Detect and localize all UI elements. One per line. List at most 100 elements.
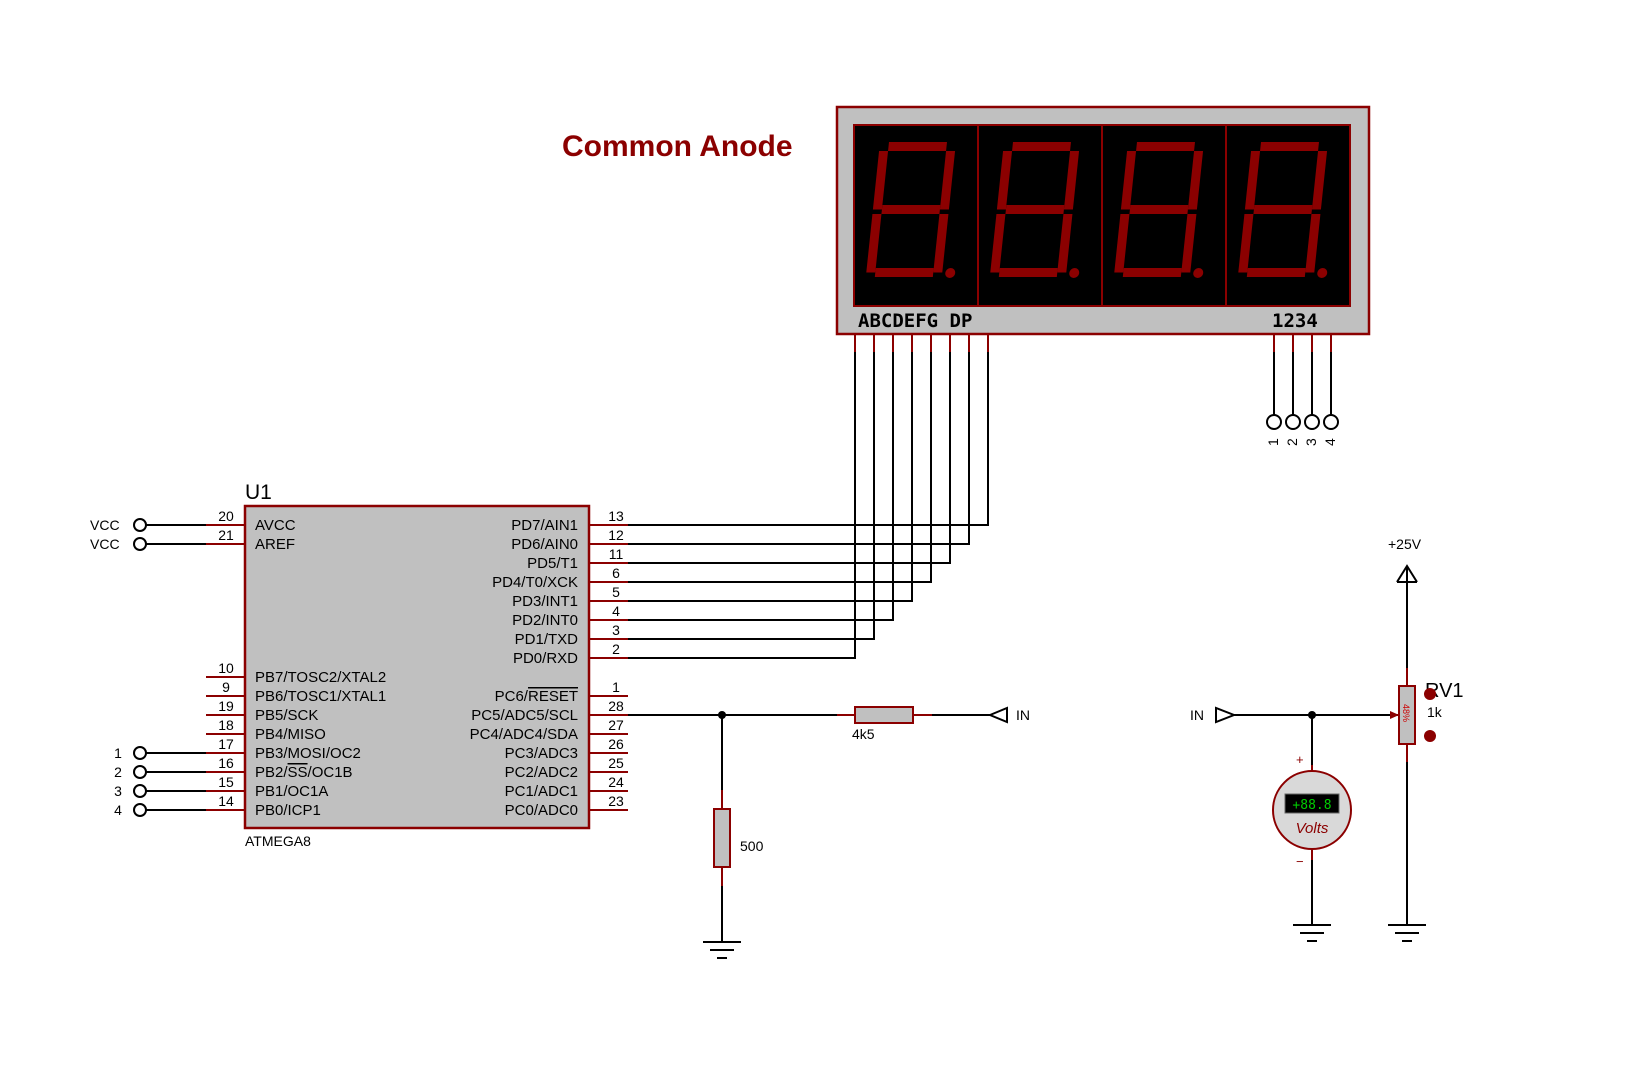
segment-F	[996, 151, 1013, 210]
pin-18-number: 18	[218, 717, 234, 733]
segment-G	[881, 205, 941, 214]
display-digits	[866, 125, 1328, 306]
pin-10-number: 10	[218, 660, 234, 676]
pb-terminal-3[interactable]	[133, 784, 147, 798]
pin-3-name: PD1/TXD	[515, 631, 579, 648]
mcu-left-pins: 20AVCC21AREF10PB7/TOSC2/XTAL29PB6/TOSC1/…	[146, 508, 386, 819]
bus-wire-4	[628, 352, 913, 602]
pin-6-name: PD4/T0/XCK	[492, 574, 578, 591]
pin-26-name: PC3/ADC3	[505, 745, 578, 762]
mcu-ref: U1	[245, 481, 272, 504]
voltmeter-plus: +	[1296, 752, 1304, 767]
pot-increase-icon[interactable]	[1424, 688, 1436, 700]
series-resistor-value: 4k5	[852, 726, 875, 742]
segment-D	[998, 268, 1058, 277]
digit-terminal-4[interactable]	[1323, 414, 1339, 430]
segment-B	[1311, 151, 1328, 210]
pin-15-name: PB1/OC1A	[255, 783, 328, 800]
pin-14-name: PB0/ICP1	[255, 802, 321, 819]
pin-18-name: PB4/MISO	[255, 726, 326, 743]
shunt-resistor[interactable]	[713, 808, 731, 868]
segment-A	[888, 142, 947, 151]
pin-26-number: 26	[608, 736, 624, 752]
pin-4-name: PD2/INT0	[512, 612, 578, 629]
ground-symbol-3	[1388, 924, 1426, 942]
digit-pin-labels: 1 2 3 4	[1265, 438, 1338, 446]
ground-symbol-1	[703, 941, 741, 959]
voltmeter-screen	[1284, 793, 1340, 814]
pin-14-number: 14	[218, 793, 234, 809]
shunt-value: 500	[740, 838, 764, 854]
digit-terminal-2[interactable]	[1285, 414, 1301, 430]
pin-9-name: PB6/TOSC1/XTAL1	[255, 688, 386, 705]
pin-28-number: 28	[608, 698, 624, 714]
pin-1-name: PC6/RESET	[495, 688, 578, 705]
pb-terminals: 1234	[114, 745, 206, 818]
series-resistor[interactable]	[854, 706, 914, 724]
pin-10-name: PB7/TOSC2/XTAL2	[255, 669, 386, 686]
segment-pin-stubs	[854, 334, 989, 352]
segment-E	[1238, 214, 1254, 273]
vcc-terminals: VCC VCC	[90, 517, 147, 552]
pin-20-number: 20	[218, 508, 234, 524]
digit-pin-num-4: 4	[1322, 438, 1338, 446]
pin-25-number: 25	[608, 755, 624, 771]
pin-11-number: 11	[609, 546, 624, 562]
source-terminal[interactable]	[1215, 706, 1237, 724]
pin-1-number: 1	[612, 679, 620, 695]
pin-21-number: 21	[218, 527, 234, 543]
segment-D	[1246, 268, 1306, 277]
segment-B	[1187, 151, 1204, 210]
pin-2-name: PD0/RXD	[513, 650, 578, 667]
vcc-label-1: VCC	[90, 517, 120, 533]
pin-25-name: PC2/ADC2	[505, 764, 578, 781]
vcc-terminal-1[interactable]	[133, 518, 147, 532]
pin-2-number: 2	[612, 641, 620, 657]
pin-20-name: AVCC	[255, 517, 296, 534]
pot-decrease-icon[interactable]	[1424, 730, 1436, 742]
pb-terminal-label-1: 1	[114, 745, 122, 761]
voltmeter-minus: −	[1296, 854, 1304, 869]
pin-6-number: 6	[612, 565, 620, 581]
potentiometer-rv1[interactable]: 48%	[1398, 685, 1416, 745]
microcontroller-u1[interactable]: U1 ATMEGA8	[243, 481, 591, 849]
pin-12-name: PD6/AIN0	[511, 536, 578, 553]
pin-23-name: PC0/ADC0	[505, 802, 578, 819]
digit-3	[1114, 142, 1204, 278]
segment-D	[874, 268, 934, 277]
segment-E	[990, 214, 1006, 273]
segment-D	[1122, 268, 1182, 277]
pin-11-name: PD5/T1	[527, 555, 578, 572]
input-terminal-label: IN	[1016, 707, 1030, 723]
pin-21-name: AREF	[255, 536, 295, 553]
mcu-body	[243, 504, 591, 830]
voltmeter[interactable]: +88.8 Volts	[1272, 770, 1352, 850]
digit-terminal-3[interactable]	[1304, 414, 1320, 430]
segment-C	[1057, 214, 1073, 273]
input-terminal[interactable]	[987, 706, 1008, 724]
bus-wire-6	[628, 352, 951, 564]
pin-19-name: PB5/SCK	[255, 707, 318, 724]
segment-B	[939, 151, 956, 210]
pin-27-name: PC4/ADC4/SDA	[470, 726, 578, 743]
segment-DP	[945, 268, 956, 278]
digit-terminal-1[interactable]	[1266, 414, 1282, 430]
pb-terminal-2[interactable]	[133, 765, 147, 779]
bus-wire-5	[628, 352, 932, 583]
segment-A	[1260, 142, 1319, 151]
seven-segment-display[interactable]: ABCDEFG DP 1234	[835, 105, 1371, 336]
digit-1	[866, 142, 956, 278]
vcc-terminal-2[interactable]	[133, 537, 147, 551]
input-network: 500 4k5 IN	[628, 706, 1030, 959]
segment-C	[1305, 214, 1321, 273]
bus-wire-7	[628, 352, 970, 545]
pb-terminal-4[interactable]	[133, 803, 147, 817]
segment-DP	[1069, 268, 1080, 278]
segment-G	[1129, 205, 1189, 214]
segment-pin-label: ABCDEFG DP	[858, 310, 972, 332]
segment-B	[1063, 151, 1080, 210]
wiper-arrow	[1390, 711, 1399, 719]
pb-terminal-1[interactable]	[133, 746, 147, 760]
segment-F	[872, 151, 889, 210]
bus-wire-3	[628, 352, 894, 621]
